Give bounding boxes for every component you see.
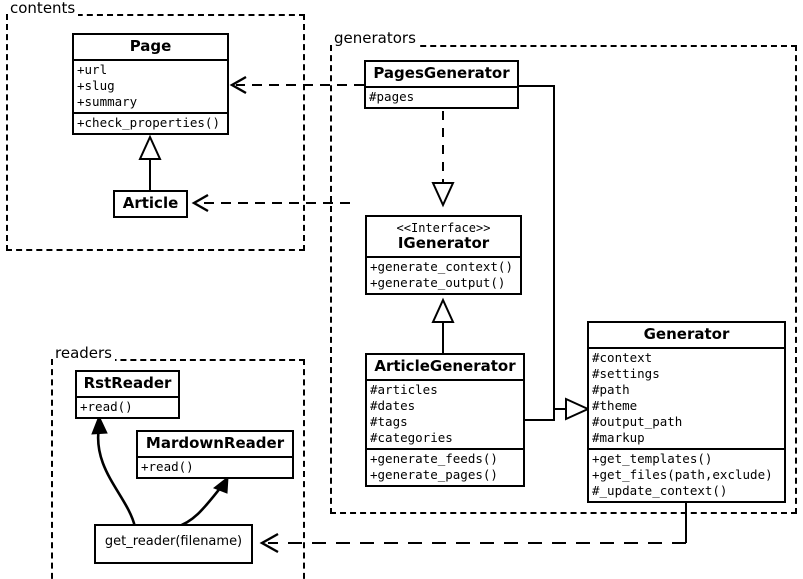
package-generators	[330, 45, 797, 514]
class-method: +generate_pages()	[370, 467, 498, 482]
class-method: +read()	[80, 399, 133, 414]
class-method: +read()	[141, 459, 194, 474]
class-box-generator[interactable]: Generator #context #settings #path #them…	[587, 321, 786, 503]
class-attribute: #context	[592, 350, 653, 365]
class-method: +get_files(path,exclude)	[592, 467, 773, 482]
package-contents-label: contents	[8, 0, 79, 17]
class-attribute: #path	[592, 382, 630, 397]
class-name-article-generator: ArticleGenerator	[374, 357, 516, 375]
class-methods-igenerator: +generate_context() +generate_output()	[367, 256, 520, 293]
class-attribute: +summary	[77, 94, 138, 109]
class-methods-generator: +get_templates() +get_files(path,exclude…	[589, 448, 784, 501]
package-readers	[51, 359, 305, 579]
class-name-article: Article	[122, 194, 179, 212]
class-attributes-pages-generator: #pages	[366, 86, 517, 107]
class-stereotype-igenerator: <<Interface>>	[396, 221, 491, 235]
package-contents	[6, 14, 305, 251]
class-attributes-generator: #context #settings #path #theme #output_…	[589, 347, 784, 448]
class-methods-page: +check_properties()	[74, 112, 227, 133]
class-attribute: +slug	[77, 78, 115, 93]
class-attributes-page: +url +slug +summary	[74, 59, 227, 112]
class-method: +generate_context()	[370, 259, 513, 274]
class-box-article-generator[interactable]: ArticleGenerator #articles #dates #tags …	[365, 353, 525, 487]
class-box-article[interactable]: Article	[113, 190, 188, 218]
class-attribute: #settings	[592, 366, 660, 381]
class-box-igenerator[interactable]: <<Interface>> IGenerator +generate_conte…	[365, 215, 522, 295]
class-attribute: #markup	[592, 430, 645, 445]
class-attribute: #pages	[369, 89, 415, 104]
function-name-get-reader: get_reader(filename)	[104, 534, 243, 549]
class-attribute: #theme	[592, 398, 638, 413]
package-generators-label: generators	[332, 30, 419, 47]
class-methods-rst-reader: +read()	[77, 396, 178, 417]
class-box-rst-reader[interactable]: RstReader +read()	[75, 370, 180, 419]
class-methods-mardown-reader: +read()	[138, 456, 292, 477]
class-method: +get_templates()	[592, 451, 713, 466]
function-box-get-reader[interactable]: get_reader(filename)	[94, 524, 253, 564]
class-method: +generate_feeds()	[370, 451, 498, 466]
package-readers-label: readers	[53, 345, 115, 362]
class-method: #_update_context()	[592, 483, 728, 498]
class-name-generator: Generator	[643, 325, 730, 343]
class-attribute: #categories	[370, 430, 453, 445]
class-box-pages-generator[interactable]: PagesGenerator #pages	[364, 60, 519, 109]
class-name-mardown-reader: MardownReader	[145, 434, 285, 452]
class-name-pages-generator: PagesGenerator	[373, 64, 510, 82]
class-attribute: #articles	[370, 382, 438, 397]
class-name-igenerator-text: IGenerator	[397, 234, 490, 252]
class-attribute: #output_path	[592, 414, 683, 429]
class-name-page: Page	[129, 37, 172, 55]
class-box-page[interactable]: Page +url +slug +summary +check_properti…	[72, 33, 229, 135]
class-attribute: #tags	[370, 414, 408, 429]
class-method: +check_properties()	[77, 115, 220, 130]
class-name-igenerator: <<Interface>> IGenerator	[367, 217, 520, 256]
class-attributes-article-generator: #articles #dates #tags #categories	[367, 379, 523, 448]
class-attribute: +url	[77, 62, 108, 77]
class-box-mardown-reader[interactable]: MardownReader +read()	[136, 430, 294, 479]
class-name-rst-reader: RstReader	[83, 374, 172, 392]
class-methods-article-generator: +generate_feeds() +generate_pages()	[367, 448, 523, 485]
class-attribute: #dates	[370, 398, 416, 413]
class-method: +generate_output()	[370, 275, 506, 290]
